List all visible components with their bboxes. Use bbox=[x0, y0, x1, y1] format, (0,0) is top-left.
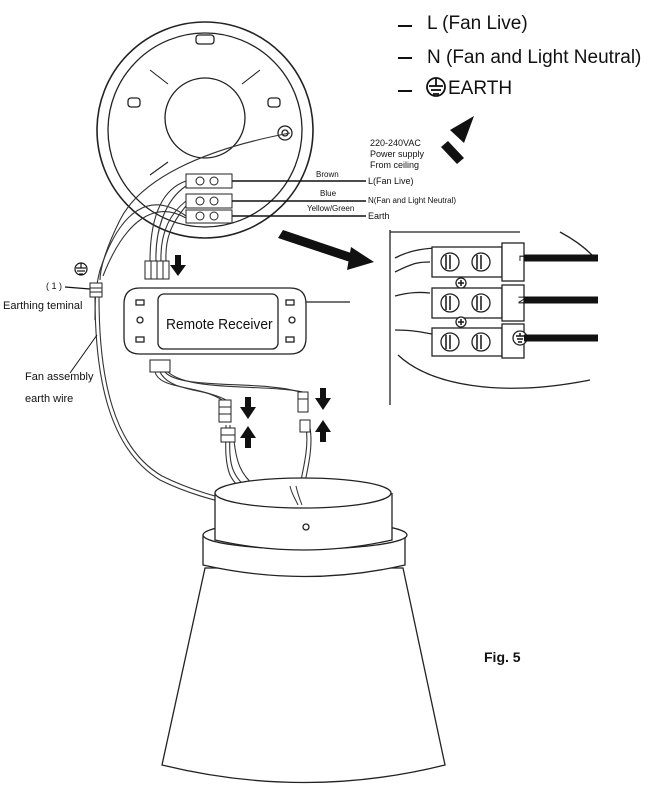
terminal-neutral-label: N(Fan and Light Neutral) bbox=[368, 196, 457, 205]
wire-entry bbox=[289, 485, 303, 506]
fan-earth-label-1: Fan assembly bbox=[25, 371, 94, 383]
fan-earth-leader bbox=[69, 334, 98, 374]
zoom-wires bbox=[524, 254, 598, 342]
legend-neutral-line bbox=[398, 57, 412, 59]
earthing-terminal-connector bbox=[89, 282, 103, 298]
legend-neutral-text: N (Fan and Light Neutral) bbox=[427, 47, 642, 68]
remote-receiver-box bbox=[123, 287, 350, 355]
plate-terminal-block bbox=[185, 173, 233, 224]
inline-plugs bbox=[218, 391, 311, 443]
fan-earth-label-2: earth wire bbox=[25, 393, 74, 405]
legend-earth-text: EARTH bbox=[448, 78, 513, 99]
figure-label: Fig. 5 bbox=[484, 649, 521, 665]
receiver-top-connector bbox=[144, 260, 170, 280]
wire-brown-label: Brown bbox=[316, 170, 339, 179]
zoom-screw-slots bbox=[445, 255, 524, 349]
wire-blue-label: Blue bbox=[320, 189, 337, 198]
fan-canopy bbox=[161, 477, 446, 784]
remote-receiver-label: Remote Receiver bbox=[166, 316, 273, 333]
earthing-terminal-symbol bbox=[64, 262, 91, 290]
earthing-terminal-label: Earthing teminal bbox=[3, 300, 83, 312]
zoom-arrow bbox=[278, 230, 374, 270]
ceiling-plate bbox=[96, 21, 314, 239]
supply-voltage: 220-240VAC bbox=[370, 138, 421, 148]
wire-yellow-green-label: Yellow/Green bbox=[307, 204, 355, 213]
legend-live-line bbox=[398, 25, 412, 27]
terminal-earth-label: Earth bbox=[368, 211, 390, 221]
terminal-live-label: L(Fan Live) bbox=[368, 176, 414, 186]
earthing-number: ( 1 ) bbox=[46, 281, 63, 291]
connect-arrows bbox=[240, 388, 331, 448]
terminal-leaders bbox=[232, 180, 366, 217]
supply-source: Power supply bbox=[370, 149, 425, 159]
zoom-letter-l: L bbox=[516, 254, 531, 262]
legend-earth-symbol bbox=[426, 77, 446, 97]
supply-from: From ceiling bbox=[370, 160, 420, 170]
legend-live-text: L (Fan Live) bbox=[427, 13, 528, 34]
legend-arrow bbox=[441, 116, 474, 164]
legend-earth-line bbox=[398, 90, 412, 92]
connector-arrow bbox=[170, 255, 186, 276]
zoom-letter-n: N bbox=[515, 295, 530, 305]
